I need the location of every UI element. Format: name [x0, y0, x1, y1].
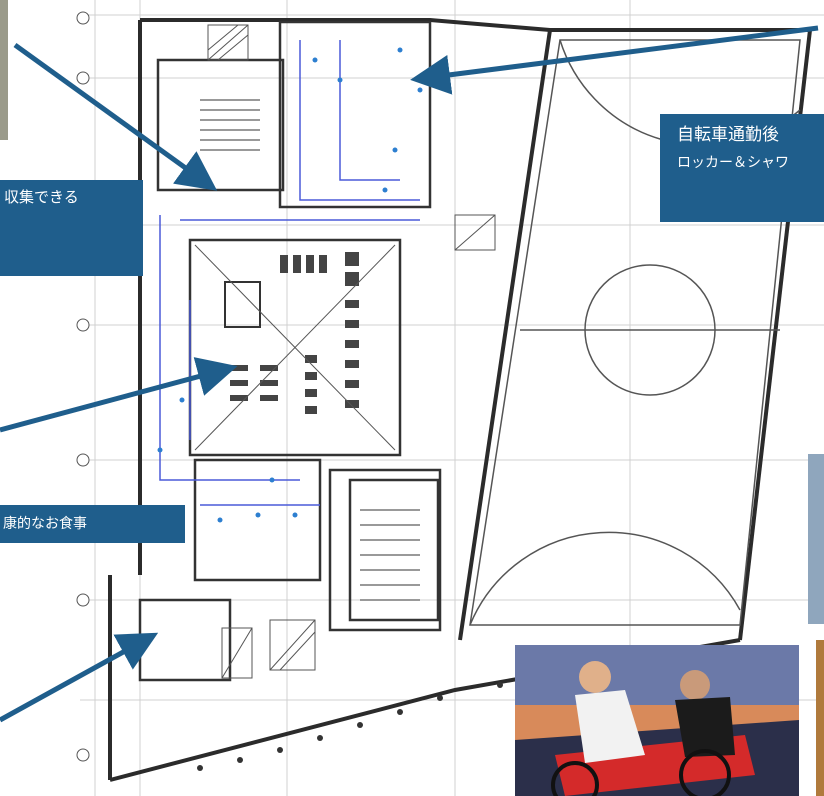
- duct-points: [157, 47, 423, 523]
- callout-collection-text: 収集できる: [4, 188, 79, 206]
- duct-lines: [159, 40, 420, 506]
- callout-collection: 収集できる: [0, 180, 143, 276]
- stairs: [200, 99, 420, 601]
- callout-bike-line2: ロッカー＆シャワ: [677, 155, 789, 171]
- arrow-collection: [13, 42, 218, 191]
- arrow-dining: [0, 357, 238, 433]
- interior-walls: [138, 20, 442, 682]
- cyclist-illustration-photo: [515, 645, 799, 796]
- callout-bike-commute: 自転車通勤後 ロッカー＆シャワ: [660, 114, 824, 222]
- arrow-storage: [0, 632, 159, 723]
- callout-bike-line1: 自転車通勤後: [677, 125, 779, 145]
- right-photo-interior: [816, 640, 824, 796]
- right-photo-street: [808, 454, 824, 624]
- photo-top-left-crop: [0, 0, 8, 140]
- dining-furniture: [224, 252, 359, 414]
- perimeter-dots: [197, 682, 503, 771]
- dining-diagonals: [194, 244, 396, 451]
- grid-markers: [76, 11, 90, 762]
- hatched-areas: [207, 24, 496, 679]
- callout-meal: 康的なお食事: [0, 505, 185, 543]
- callout-meal-text: 康的なお食事: [3, 516, 87, 532]
- arrow-locker: [410, 25, 819, 95]
- callout-arrows: [0, 25, 819, 723]
